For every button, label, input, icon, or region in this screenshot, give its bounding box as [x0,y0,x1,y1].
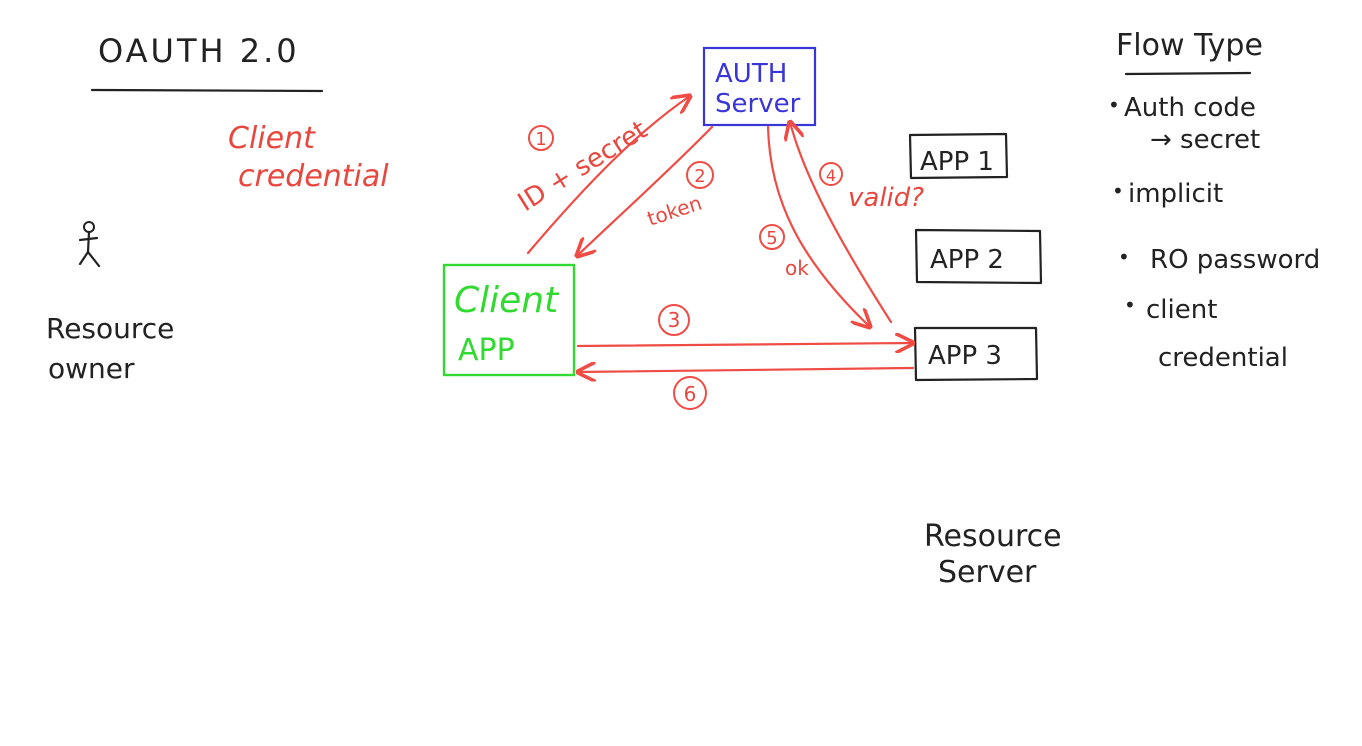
svg-text:→ secret: → secret [1150,125,1260,155]
arrow-step-6 [578,368,915,372]
auth-server-line-2: Server [715,89,801,119]
arrow-step-1 [526,96,690,255]
svg-text:RO password: RO password [1150,245,1320,275]
arrow-step-5 [766,125,870,327]
step-6-marker: 6 [673,376,707,410]
svg-text:credential: credential [1158,343,1288,373]
app-box-1: APP 1 [908,132,1009,180]
arrow-step-3 [576,343,913,346]
flow-type-underline [1124,71,1252,76]
svg-text:•: • [1118,245,1130,269]
arrow-step-2 [577,125,714,256]
resource-server-line-1: Resource [924,519,1062,554]
auth-server-box [702,46,817,127]
step-2-marker: 2 [686,161,714,189]
flow-type-item-4b: credential [1158,343,1288,373]
subtitle-line-2: credential [238,159,389,194]
subtitle-line-1: Client [228,121,316,156]
arrow-step-4 [790,122,893,324]
client-app-line-2: APP [458,333,515,368]
resource-owner-line-2: owner [48,352,135,385]
auth-server-line-1: AUTH [715,59,787,89]
step-5-label: ok [785,256,809,280]
svg-text:5: 5 [766,228,777,249]
step-5-marker: 5 [759,224,785,250]
svg-text:client: client [1146,295,1217,325]
resource-owner-icon [78,221,101,268]
svg-text:4: 4 [826,166,836,185]
svg-text:3: 3 [668,308,681,332]
svg-text:2: 2 [694,166,705,187]
app-3-label: APP 3 [928,341,1002,371]
title-underline [90,88,324,93]
app-box-2: APP 2 [914,228,1043,285]
step-1-marker: 1 [528,125,554,151]
flow-type-item-1: • Auth code [1108,93,1256,123]
app-1-label: APP 1 [920,147,994,177]
svg-text:6: 6 [684,382,697,406]
app-2-label: APP 2 [930,245,1004,275]
page-title: OAUTH 2.0 [98,32,300,70]
svg-text:•: • [1112,179,1124,203]
svg-text:•: • [1108,93,1120,117]
resource-owner-line-1: Resource [46,312,174,345]
flow-type-heading: Flow Type [1116,28,1263,63]
step-4-marker: 4 [819,162,843,186]
client-app-box [442,263,576,377]
flow-type-item-3: • RO password [1118,245,1320,275]
flow-type-item-1b: → secret [1150,125,1260,155]
step-1-label: ID + secret [513,115,653,218]
svg-text:1: 1 [535,129,546,150]
svg-text:•: • [1124,293,1136,317]
app-box-3: APP 3 [913,326,1039,382]
svg-text:implicit: implicit [1128,179,1223,209]
flow-type-item-4: • client [1124,293,1217,325]
flow-type-item-2: • implicit [1112,179,1223,209]
step-3-marker: 3 [658,304,690,336]
client-app-line-1: Client [454,280,560,321]
resource-server-line-2: Server [938,555,1037,590]
step-2-label: token [644,191,705,231]
step-4-label: valid? [848,183,924,213]
svg-text:Auth code: Auth code [1124,93,1256,123]
